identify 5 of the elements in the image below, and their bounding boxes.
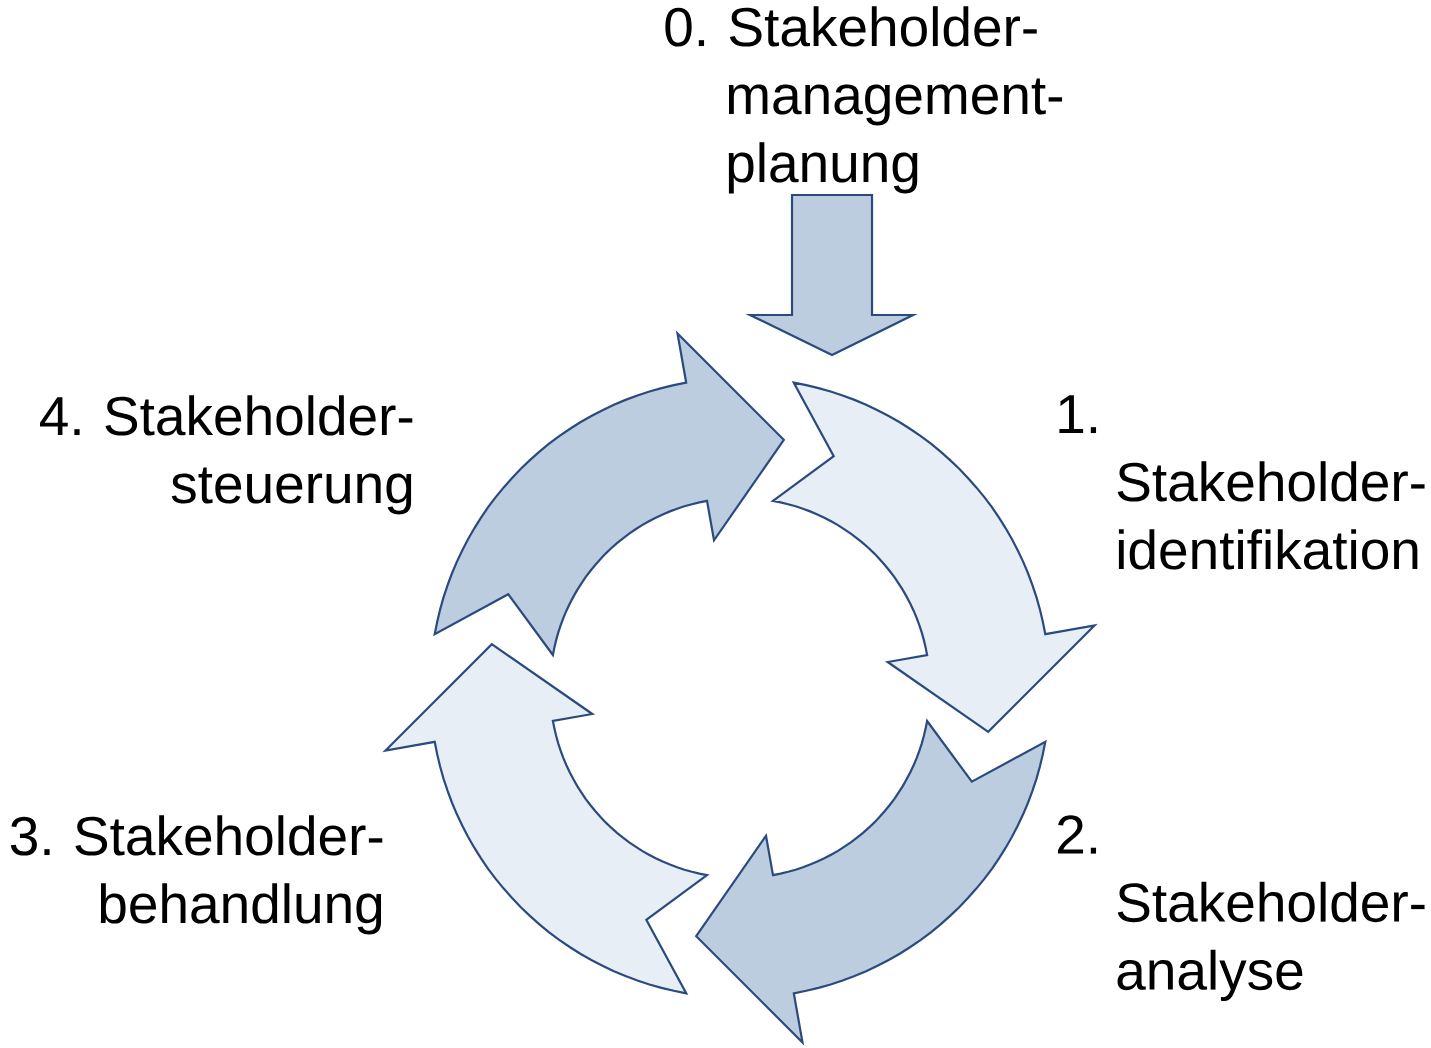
stage-label: 0. Stakeholder- management- planung bbox=[665, 6, 1063, 194]
stage-label: 2. Stakeholder- analyse bbox=[1057, 815, 1425, 1001]
stage-label: 3. Stakeholder- behandlung bbox=[10, 815, 383, 935]
stage-label: 1. Stakeholder- identifikation bbox=[1059, 395, 1425, 570]
stage-label: 4. Stakeholder- steuerung bbox=[40, 395, 413, 515]
